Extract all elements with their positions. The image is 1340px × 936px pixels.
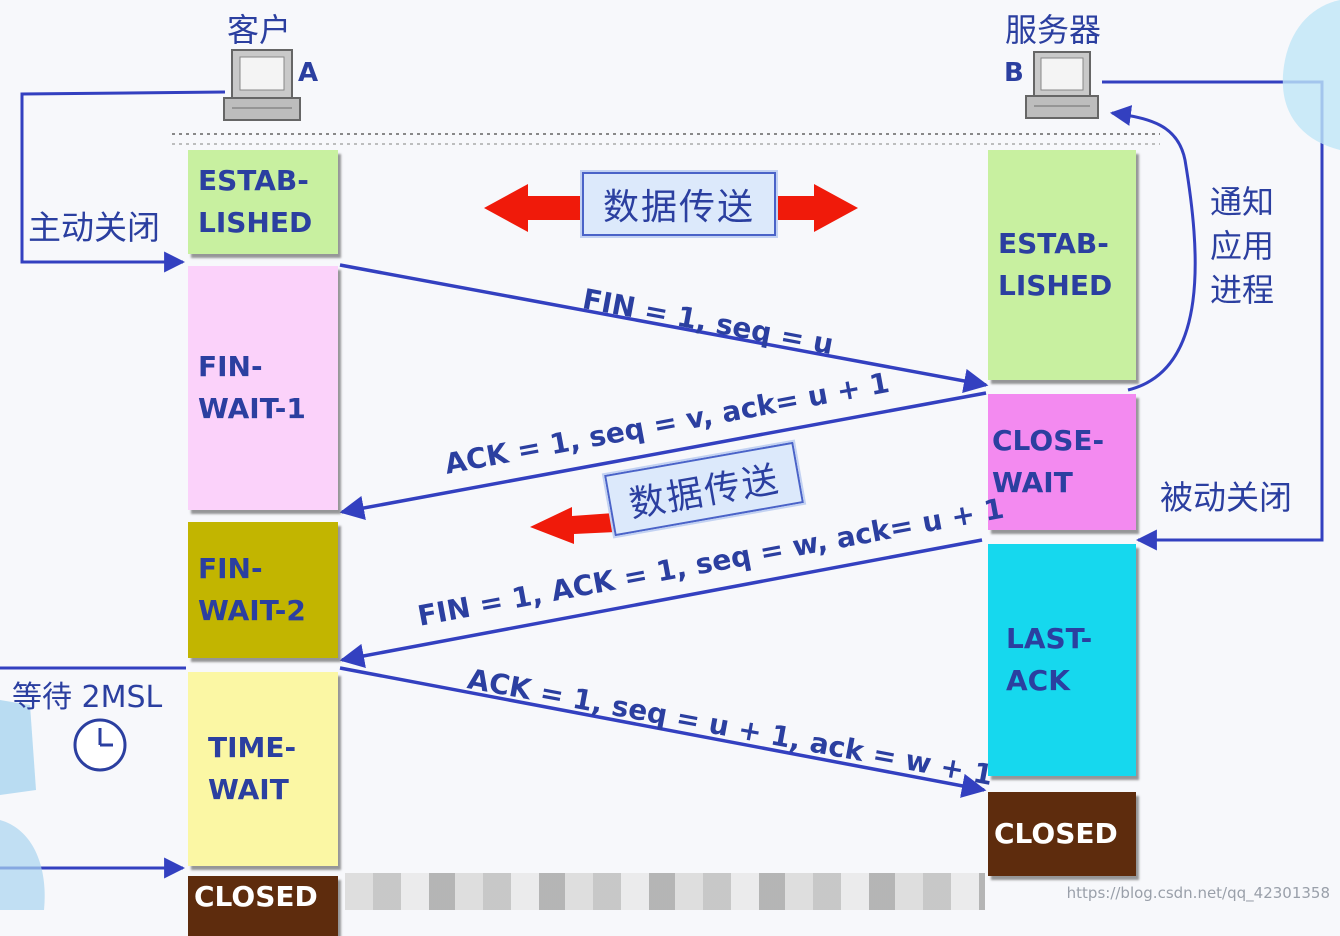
client-computer-icon (223, 49, 301, 121)
client-letter: A (298, 58, 319, 88)
notify-app-label: 通知 应用 进程 (1210, 183, 1275, 309)
fin1-arrow (339, 263, 989, 394)
ack2-arrow (339, 666, 987, 798)
client-state-time-wait: TIME- WAIT (188, 672, 338, 866)
notify-app-curve (1109, 105, 1197, 392)
server-label: 服务器 (1005, 11, 1102, 49)
passive-close-bracket (1102, 80, 1324, 551)
red-arrow-left (484, 184, 585, 232)
clock-icon (73, 718, 127, 772)
passive-close-label: 被动关闭 (1160, 478, 1292, 517)
server-state-established: ESTAB- LISHED (988, 150, 1136, 380)
red-arrow-small (530, 507, 616, 544)
server-state-close-wait: CLOSE- WAIT (988, 394, 1136, 530)
client-state-fin-wait-2: FIN- WAIT-2 (188, 522, 338, 658)
client-state-closed: CLOSED (188, 876, 338, 936)
decor-corner-bottom-left (0, 820, 45, 910)
active-close-bracket (20, 90, 226, 273)
data-transfer-box-top: 数据传送 (580, 170, 778, 238)
red-arrow-right (772, 184, 858, 232)
fin2-arrow (339, 538, 983, 668)
server-state-last-ack: LAST- ACK (988, 544, 1136, 776)
client-label: 客户 (227, 11, 292, 49)
server-computer-icon (1025, 51, 1099, 119)
server-letter: B (1004, 58, 1024, 88)
watermark-url: https://blog.csdn.net/qq_42301358 (1066, 884, 1330, 902)
decor-corner-top-right (1282, 0, 1340, 150)
blurred-region (345, 873, 985, 910)
wait-2msl-label: 等待 2MSL (12, 680, 163, 715)
diagram-lines (0, 0, 1340, 910)
client-state-fin-wait-1: FIN- WAIT-1 (188, 266, 338, 510)
client-state-established: ESTAB- LISHED (188, 150, 338, 254)
server-state-closed: CLOSED (988, 792, 1136, 876)
ack1-arrow (339, 391, 987, 521)
active-close-label: 主动关闭 (28, 208, 160, 247)
decor-corner-left (0, 700, 36, 795)
